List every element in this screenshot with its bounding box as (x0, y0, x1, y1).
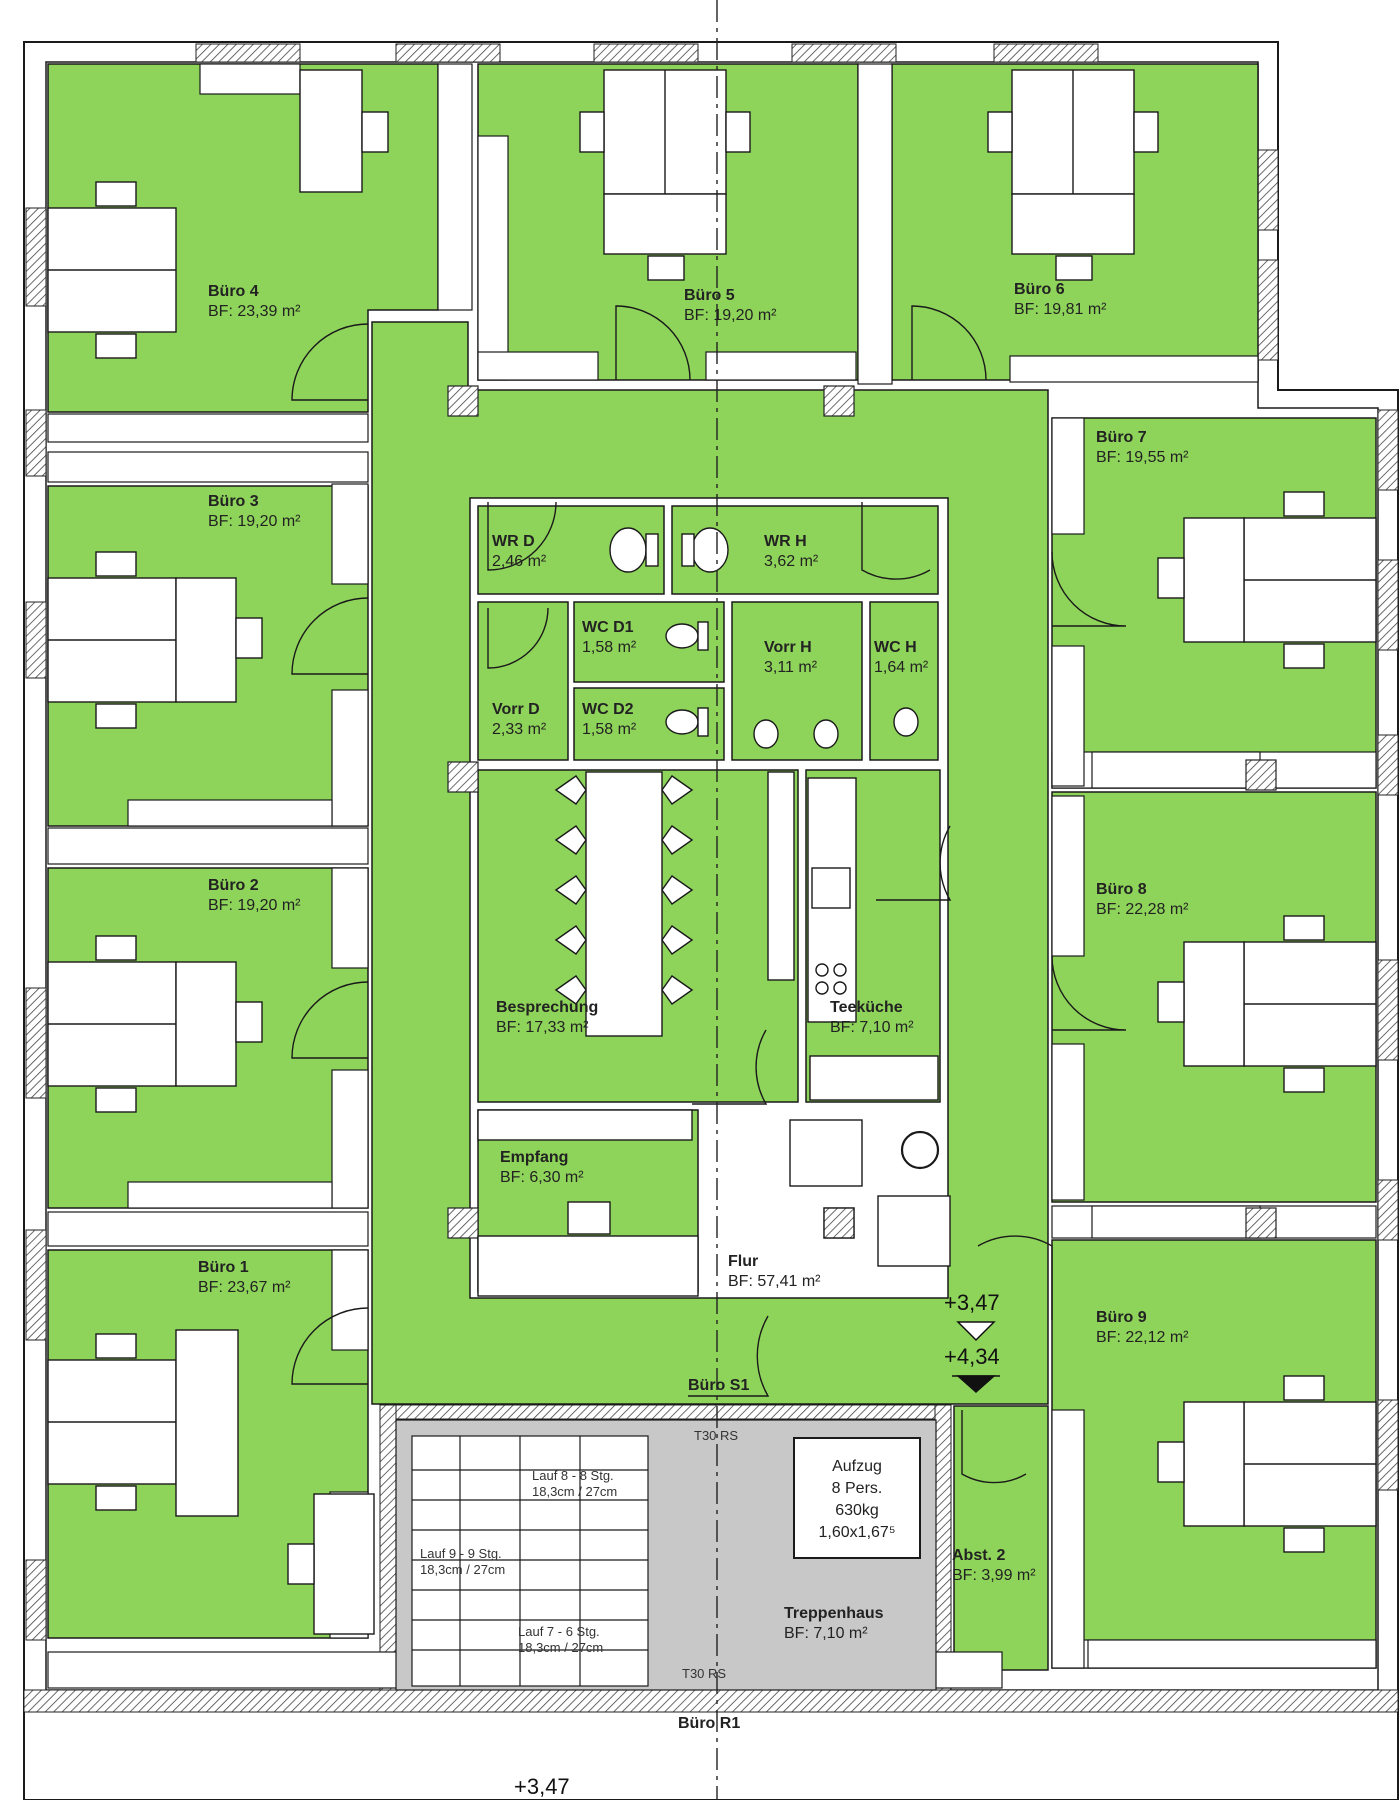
label-wrd: WR D 2,46 m² (492, 532, 546, 572)
room-name: Büro 7 (1096, 429, 1147, 446)
room-area: 1,58 m² (582, 721, 637, 738)
room-name: Büro 6 (1014, 281, 1065, 298)
label-buero5: Büro 5 BF: 19,20 m² (684, 286, 776, 326)
core-furniture (477, 771, 951, 1297)
level-bottom: +3,47 (514, 1774, 570, 1799)
room-name: WC D2 (582, 701, 634, 718)
label-wcd1: WC D1 1,58 m² (582, 618, 636, 658)
room-name: Besprechung (496, 999, 599, 1016)
label-wcd2: WC D2 1,58 m² (582, 700, 636, 740)
stairwell (395, 1419, 937, 1691)
room-area: BF: 19,20 m² (208, 897, 301, 914)
room-area: BF: 6,30 m² (500, 1169, 584, 1186)
elevator-l3: 630kg (835, 1502, 879, 1519)
label-buero1: Büro 1 BF: 23,67 m² (198, 1258, 290, 1298)
room-name: Vorr D (492, 701, 540, 718)
room-name: Empfang (500, 1149, 569, 1166)
label-abst2: Abst. 2 BF: 3,99 m² (952, 1546, 1036, 1586)
room-name: Büro 5 (684, 287, 735, 304)
elevator-label: Aufzug 8 Pers. 630kg 1,60x1,67⁵ (800, 1456, 914, 1544)
stair-lauf7-dim: 18,3cm / 27cm (518, 1640, 604, 1655)
room-area: BF: 7,10 m² (830, 1019, 914, 1036)
toilets (609, 527, 919, 749)
label-wch: WC H 1,64 m² (874, 638, 928, 678)
level-markers (952, 1321, 1000, 1394)
stair-lauf8-dim: 18,3cm / 27cm (532, 1484, 618, 1499)
label-buero9: Büro 9 BF: 22,12 m² (1096, 1308, 1188, 1348)
room-area: BF: 3,99 m² (952, 1567, 1036, 1584)
elevator-l2: 8 Pers. (831, 1480, 883, 1497)
room-area: BF: 23,67 m² (198, 1279, 291, 1296)
room-area: BF: 23,39 m² (208, 303, 301, 320)
label-wrh: WR H 3,62 m² (764, 532, 818, 572)
label-buero4: Büro 4 BF: 23,39 m² (208, 282, 300, 322)
room-name: WC H (874, 639, 917, 656)
room-name: Büro R1 (678, 1715, 741, 1732)
room-area: BF: 19,20 m² (208, 513, 301, 530)
label-buero2: Büro 2 BF: 19,20 m² (208, 876, 300, 916)
room-name: Büro 3 (208, 493, 259, 510)
level-upper: +3,47 (944, 1290, 1000, 1315)
room-name: Vorr H (764, 639, 812, 656)
stair-lauf9: Lauf 9 - 9 Stg.18,3cm / 27cm (420, 1546, 505, 1578)
label-buero-s1: Büro S1 (688, 1376, 749, 1396)
room-name: Flur (728, 1253, 759, 1270)
room-area: BF: 22,12 m² (1096, 1329, 1189, 1346)
stair-lauf8-text: Lauf 8 - 8 Stg. (532, 1468, 614, 1483)
room-area: BF: 7,10 m² (784, 1625, 868, 1642)
label-vorrh: Vorr H 3,11 m² (764, 638, 817, 678)
room-abst2 (953, 1405, 1049, 1671)
label-buero3: Büro 3 BF: 19,20 m² (208, 492, 300, 532)
room-area: BF: 22,28 m² (1096, 901, 1189, 918)
stair-lauf8: Lauf 8 - 8 Stg.18,3cm / 27cm (532, 1468, 617, 1500)
label-buero8: Büro 8 BF: 22,28 m² (1096, 880, 1188, 920)
door-label-bottom: T30 RS (682, 1666, 727, 1681)
room-name: Treppenhaus (784, 1605, 884, 1622)
door-swings (291, 305, 1127, 1484)
level-lower: +4,34 (944, 1344, 1000, 1369)
window-hatches (23, 43, 1399, 1713)
room-area: 3,11 m² (764, 659, 818, 676)
room-area: 2,46 m² (492, 553, 547, 570)
room-area: 1,64 m² (874, 659, 929, 676)
room-name: Büro 4 (208, 283, 259, 300)
room-name: Büro 1 (198, 1259, 249, 1276)
room-area: 3,62 m² (764, 553, 819, 570)
stair-lauf9-dim: 18,3cm / 27cm (420, 1562, 506, 1577)
room-name: WR D (492, 533, 535, 550)
label-buero7: Büro 7 BF: 19,55 m² (1096, 428, 1188, 468)
door-label-top: T30 RS (694, 1428, 739, 1443)
room-name: Teeküche (830, 999, 903, 1016)
room-name: Büro 9 (1096, 1309, 1147, 1326)
room-name: Büro 2 (208, 877, 259, 894)
room-area: BF: 19,20 m² (684, 307, 777, 324)
room-name: Abst. 2 (952, 1547, 1006, 1564)
stair-lauf7-text: Lauf 7 - 6 Stg. (518, 1624, 600, 1639)
label-buero-r1: Büro R1 (678, 1714, 740, 1734)
label-vorrd: Vorr D 2,33 m² (492, 700, 546, 740)
room-area: BF: 17,33 m² (496, 1019, 589, 1036)
stair-lauf9-text: Lauf 9 - 9 Stg. (420, 1546, 502, 1561)
room-area: BF: 57,41 m² (728, 1273, 821, 1290)
room-name: Büro 8 (1096, 881, 1147, 898)
desks (47, 69, 1377, 1635)
room-area: BF: 19,81 m² (1014, 301, 1107, 318)
room-area: 2,33 m² (492, 721, 547, 738)
elevator-l4: 1,60x1,67⁵ (818, 1524, 896, 1541)
room-area: 1,58 m² (582, 639, 637, 656)
elevator-l1: Aufzug (832, 1458, 882, 1475)
label-buero6: Büro 6 BF: 19,81 m² (1014, 280, 1106, 320)
room-name: WR H (764, 533, 807, 550)
room-name: Büro S1 (688, 1377, 750, 1394)
room-area: BF: 19,55 m² (1096, 449, 1189, 466)
stair-lauf7: Lauf 7 - 6 Stg.18,3cm / 27cm (518, 1624, 603, 1656)
room-name: WC D1 (582, 619, 634, 636)
